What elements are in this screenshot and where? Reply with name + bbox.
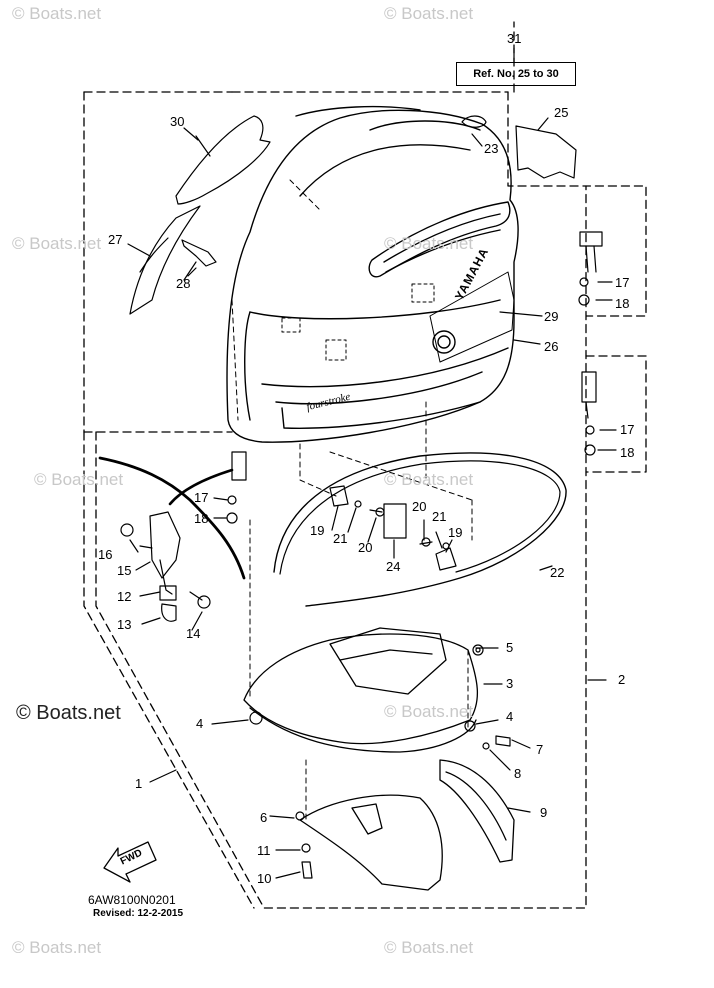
callout-21: 21 — [432, 509, 447, 524]
callout-8: 8 — [514, 766, 522, 781]
drawing-code: 6AW8100N0201 — [88, 893, 176, 907]
decal-25 — [515, 125, 577, 179]
callout-28: 28 — [176, 276, 191, 291]
watermark: © Boats.net — [34, 470, 124, 489]
latch-left — [226, 451, 247, 524]
callout-21: 21 — [333, 531, 348, 546]
callout-26: 26 — [544, 339, 559, 354]
callout-13: 13 — [117, 617, 132, 632]
callout-5: 5 — [506, 640, 514, 655]
callout-18: 18 — [194, 511, 209, 526]
callout-11: 11 — [257, 843, 271, 858]
callout-10: 10 — [257, 871, 272, 886]
callout-20: 20 — [358, 540, 373, 555]
callout-12: 12 — [117, 589, 132, 604]
callout-14: 14 — [186, 626, 201, 641]
callout-4: 4 — [196, 716, 204, 731]
stay-bracket-left — [329, 485, 385, 517]
callout-24: 24 — [386, 559, 401, 574]
callout-19: 19 — [310, 523, 325, 538]
revised-date: Revised: 12-2-2015 — [93, 908, 184, 919]
callout-20: 20 — [412, 499, 427, 514]
bottom-cowl-lower — [299, 794, 443, 891]
callout-23: 23 — [484, 141, 499, 156]
callout-30: 30 — [170, 114, 185, 129]
watermark: © Boats.net — [384, 938, 474, 957]
callout-29: 29 — [544, 309, 559, 324]
callout-25: 25 — [554, 105, 569, 120]
callout-17: 17 — [615, 275, 630, 290]
callout-15: 15 — [117, 563, 132, 578]
lock-assembly — [120, 511, 211, 622]
watermark: © Boats.net — [384, 234, 474, 253]
callout-17: 17 — [620, 422, 635, 437]
assembly-boundary — [83, 21, 647, 909]
latch-upper-right — [578, 231, 603, 306]
top-cowling — [226, 105, 519, 443]
watermark: © Boats.net — [384, 702, 474, 721]
latch-lower-right — [581, 371, 597, 456]
callout-27: 27 — [108, 232, 123, 247]
callout-6: 6 — [260, 810, 268, 825]
watermark: © Boats.net — [12, 234, 102, 253]
callout-16: 16 — [98, 547, 113, 562]
callout-18: 18 — [620, 445, 635, 460]
bottom-cowl-upper — [243, 627, 479, 753]
plate-24 — [383, 503, 407, 539]
decal-30 — [175, 115, 271, 205]
bracket-28 — [181, 239, 217, 267]
callout-22: 22 — [550, 565, 565, 580]
watermark: © Boats.net — [16, 702, 121, 724]
callout-31: 31 — [507, 31, 522, 46]
seal-22 — [273, 452, 567, 607]
callout-1: 1 — [135, 776, 143, 791]
callout-7: 7 — [536, 742, 544, 757]
callout-18: 18 — [615, 296, 630, 311]
callout-4: 4 — [506, 709, 514, 724]
watermark: © Boats.net — [384, 4, 474, 23]
side-panel-9 — [439, 759, 515, 863]
watermark: © Boats.net — [12, 938, 102, 957]
fwd-arrow — [103, 841, 157, 883]
callout-2: 2 — [618, 672, 626, 687]
callout-3: 3 — [506, 676, 514, 691]
callout-17: 17 — [194, 490, 209, 505]
watermark: © Boats.net — [384, 470, 474, 489]
cable — [98, 456, 246, 580]
callout-9: 9 — [540, 805, 548, 820]
callout-19: 19 — [448, 525, 463, 540]
decal-27 — [129, 205, 201, 315]
decal-23 — [461, 115, 487, 128]
ref-box: Ref. No. 25 to 30 — [456, 62, 576, 86]
watermark: © Boats.net — [12, 4, 102, 23]
